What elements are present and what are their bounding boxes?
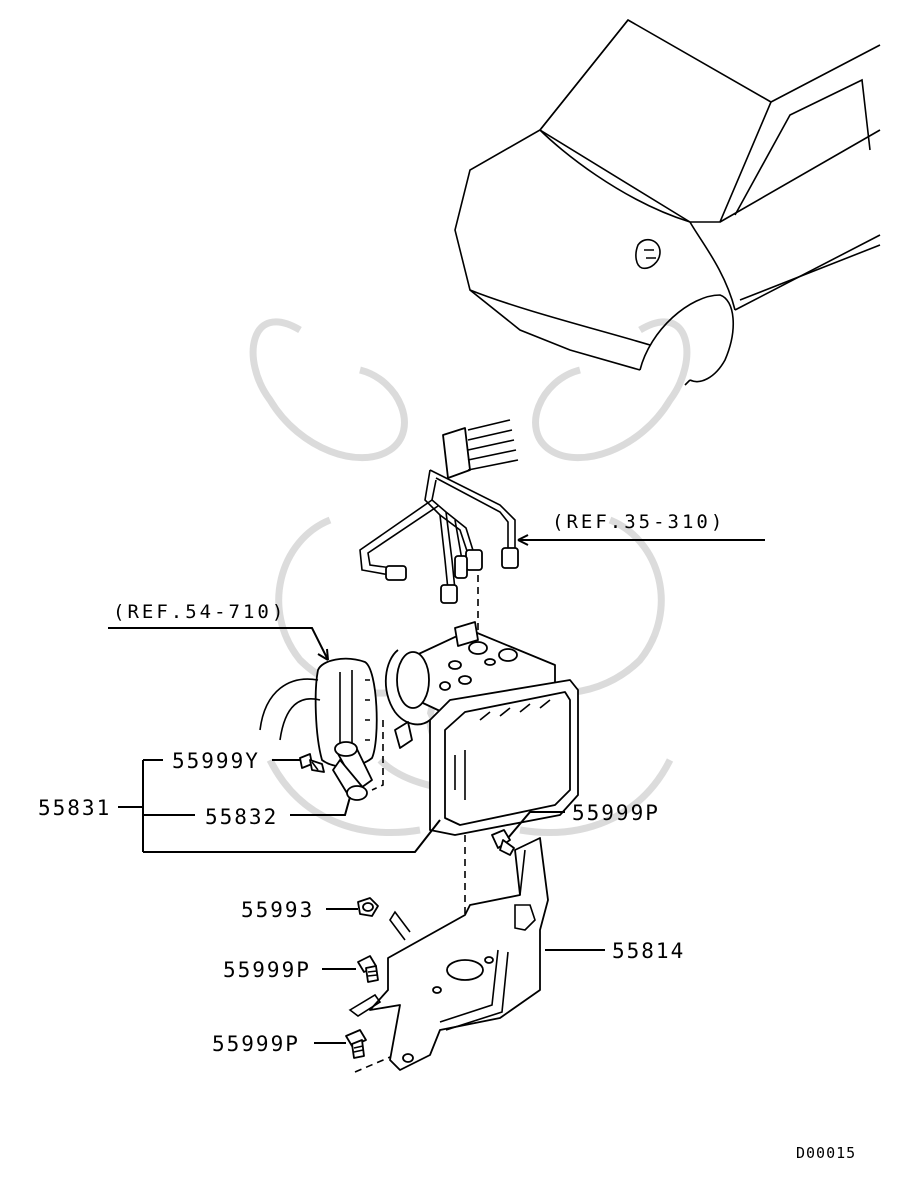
vehicle-outline — [454, 18, 881, 386]
bolt-p-middle-part — [357, 955, 379, 983]
bolt-p-lower-part — [345, 1029, 367, 1059]
part-label-bracket: 55814 — [612, 939, 685, 963]
alignment-line-bushing — [371, 720, 384, 791]
bolt-p-upper-part — [491, 829, 515, 856]
part-label-bushing: 55832 — [205, 805, 278, 829]
bushing-part — [332, 741, 373, 801]
abs-hydraulic-unit — [384, 621, 579, 836]
brake-pipe-assembly — [359, 419, 519, 604]
alignment-line-bolt — [354, 1054, 396, 1073]
bolt-y-part — [299, 753, 325, 773]
leader-lines — [108, 534, 765, 1044]
ref-brake-lines-label: (REF.35-310) — [552, 511, 725, 533]
part-label-nut: 55993 — [241, 898, 314, 922]
part-label-bolt-y: 55999Y — [172, 749, 260, 773]
part-label-assembly: 55831 — [38, 796, 111, 820]
part-label-bolt-p-lower: 55999P — [212, 1032, 300, 1056]
nut-part — [357, 897, 379, 917]
diagram-code-label: D00015 — [796, 1144, 856, 1162]
harness-connector — [259, 657, 378, 768]
brand-emblem-icon — [635, 238, 661, 270]
part-label-bolt-p-upper: 55999P — [572, 801, 660, 825]
part-label-bolt-p-middle: 55999P — [223, 958, 311, 982]
mounting-bracket — [348, 837, 549, 1071]
ref-harness-label: (REF.54-710) — [113, 601, 286, 623]
